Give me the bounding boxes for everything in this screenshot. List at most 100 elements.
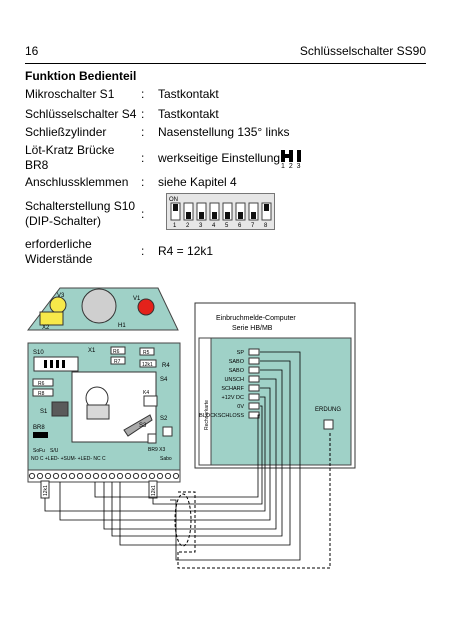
row-label: BR8 [25,158,49,172]
label-r5: R5 [143,350,150,356]
label-sabo: Sabo [160,456,172,462]
resistor-label-right: 12k1 [151,485,157,496]
shield-dashed [174,432,331,569]
computer-terminal [248,348,260,356]
terminal-screw [140,472,148,480]
terminal-screw [76,472,84,480]
dip-knob [264,204,269,211]
computer-terminal-label: BLOCKSCHLOSS [199,413,244,419]
label-rechnerkarte: Rechnerkarte [204,400,210,430]
row-separator: : [141,207,145,221]
dip-number: 6 [238,223,242,229]
led-v1 [137,298,155,316]
row-separator: : [141,151,145,165]
row-label: Mikroschalter S1 [25,87,115,101]
terminal-screw [84,472,92,480]
computer-terminal-label: SP [237,350,245,356]
dip-number: 2 [186,223,190,229]
dip-slot [235,202,246,221]
terminal-screw [60,472,68,480]
row-label: erforderliche [25,237,92,251]
dip-on-label: ON [169,197,178,203]
dip-slot [248,202,259,221]
dip-number: 8 [264,223,268,229]
computer-title-2: Serie HB/MB [232,325,273,332]
computer-terminal-label: +12V DC [222,395,244,401]
terminal-screw [68,472,76,480]
rechnerkarte-panel [198,337,352,466]
computer-terminal-label: SABO [229,359,245,365]
label-r4-value: 12k1 [142,362,153,368]
dip-slot [196,202,207,221]
terminal-screw [44,472,52,480]
bridge-br8-icon [281,150,305,181]
computer-terminal-label: SCHARF [221,386,244,392]
label-r7: R7 [114,359,121,365]
row-separator: : [141,87,145,101]
dip-knob [225,212,230,219]
terminal-screw [100,472,108,480]
label-x1: X1 [88,348,96,354]
dip-slot [261,202,272,221]
dip-number: 5 [225,223,229,229]
computer-terminal-label: UNSCH [224,377,244,383]
dip-number: 4 [212,223,216,229]
row-value: Nasenstellung 135° links [158,125,290,139]
row-separator: : [141,125,145,139]
row-value: werkseitige Einstellung [158,151,281,165]
dip-knob [251,212,256,219]
terminal-labels: NO C +LED- +SUM- +LED- NC C [31,456,106,462]
terminal-screw [36,472,44,480]
row-separator: : [141,244,145,258]
row-label: (DIP-Schalter) [25,214,102,228]
label-br8: BR8 [33,425,45,431]
led-v3 [49,296,67,314]
bridge-numbers: 1 2 3 [281,163,302,170]
label-r4: R4 [162,363,170,369]
terminal-screw [172,472,180,480]
label-su: S/U [50,448,59,454]
dip-knob [186,212,191,219]
label-s2: S2 [160,416,168,422]
label-r6: R6 [113,349,120,355]
label-x2: X2 [42,325,50,331]
computer-terminal [248,375,260,383]
label-v1: V1 [133,296,141,302]
dip-knob [212,212,217,219]
computer-terminal [248,402,260,410]
terminal-screw [164,472,172,480]
label-s1: S1 [40,409,48,415]
page-number: 16 [25,44,39,58]
label-r6-left: R6 [38,381,45,387]
label-erdung: ERDUNG [315,407,341,413]
row-label: Schließzylinder [25,125,107,139]
row-label: Widerstände [25,252,93,266]
label-v3: V3 [57,293,65,299]
dip-slot [183,202,194,221]
buzzer [81,288,117,324]
computer-terminal [248,411,260,419]
header-rule [25,63,426,64]
dip-knob [199,212,204,219]
dip-knob [238,212,243,219]
computer-terminal [248,393,260,401]
terminal-screw [28,472,36,480]
computer-title-1: Einbruchmelde-Computer [216,315,296,322]
label-s10: S10 [33,350,44,356]
row-value: siehe Kapitel 4 [158,175,237,189]
computer-terminal-label: SABO [229,368,245,374]
row-value: Tastkontakt [158,107,219,121]
computer-terminal [248,366,260,374]
resistor-label-left: 12k1 [43,485,49,496]
section-title: Funktion Bedienteil [25,69,137,83]
keyswitch-s4 [71,371,157,443]
microswitch-s1 [51,401,69,417]
label-k4: K4 [143,390,149,396]
dip-slot [222,202,233,221]
dip-slot [170,202,181,221]
row-value: R4 = 12k1 [158,244,214,258]
terminal-screw [92,472,100,480]
connector-x2 [39,311,64,326]
